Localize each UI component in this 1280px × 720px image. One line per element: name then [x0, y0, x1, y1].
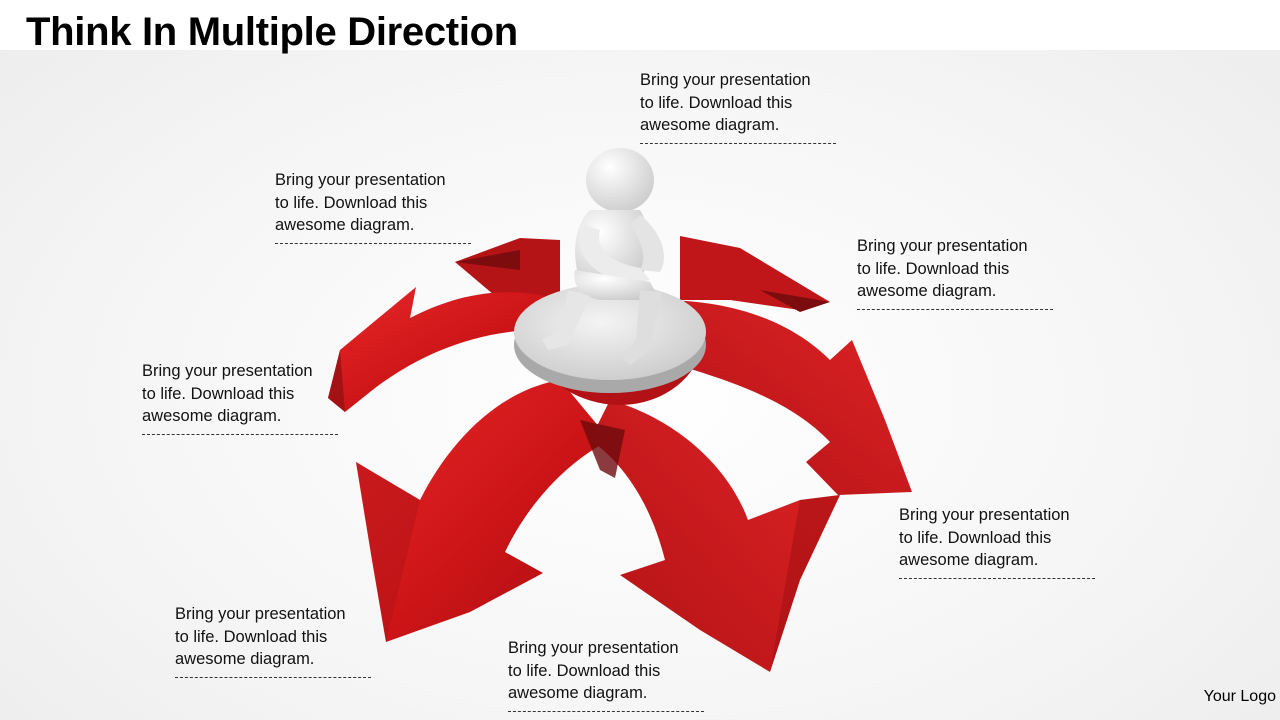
callout-top: Bring your presentation to life. Downloa… — [640, 69, 840, 144]
callout-text: Bring your presentation to life. Downloa… — [857, 237, 1028, 300]
callout-left: Bring your presentation to life. Downloa… — [142, 360, 342, 435]
slide-title: Think In Multiple Direction — [26, 10, 518, 54]
callout-text: Bring your presentation to life. Downloa… — [508, 639, 679, 702]
arrow-back-right — [680, 236, 830, 312]
arrow-lower-left — [356, 380, 610, 642]
callout-rule — [142, 433, 338, 435]
callout-rule — [899, 577, 1095, 579]
callout-upper-left: Bring your presentation to life. Downloa… — [275, 169, 475, 244]
callout-upper-right: Bring your presentation to life. Downloa… — [857, 235, 1057, 310]
callout-rule — [275, 242, 471, 244]
thinking-person-figure — [542, 148, 664, 365]
arrow-lower-right — [590, 400, 840, 672]
callout-rule — [508, 710, 704, 712]
callout-text: Bring your presentation to life. Downloa… — [142, 362, 313, 425]
callout-text: Bring your presentation to life. Downloa… — [175, 605, 346, 668]
callout-rule — [857, 308, 1053, 310]
callout-bottom-left: Bring your presentation to life. Downloa… — [175, 603, 375, 678]
title-bar — [0, 0, 1280, 50]
callout-rule — [640, 142, 836, 144]
arrow-back-left — [455, 238, 560, 300]
pedestal-disk — [514, 284, 706, 393]
callout-right: Bring your presentation to life. Downloa… — [899, 504, 1099, 579]
logo-placeholder: Your Logo — [1203, 688, 1276, 705]
arrow-upper-right — [660, 300, 912, 495]
callout-rule — [175, 676, 371, 678]
callout-bottom: Bring your presentation to life. Downloa… — [508, 637, 708, 712]
callout-text: Bring your presentation to life. Downloa… — [640, 71, 811, 134]
arrow-upper-left — [328, 287, 560, 412]
callout-text: Bring your presentation to life. Downloa… — [275, 171, 446, 234]
callout-text: Bring your presentation to life. Downloa… — [899, 506, 1070, 569]
